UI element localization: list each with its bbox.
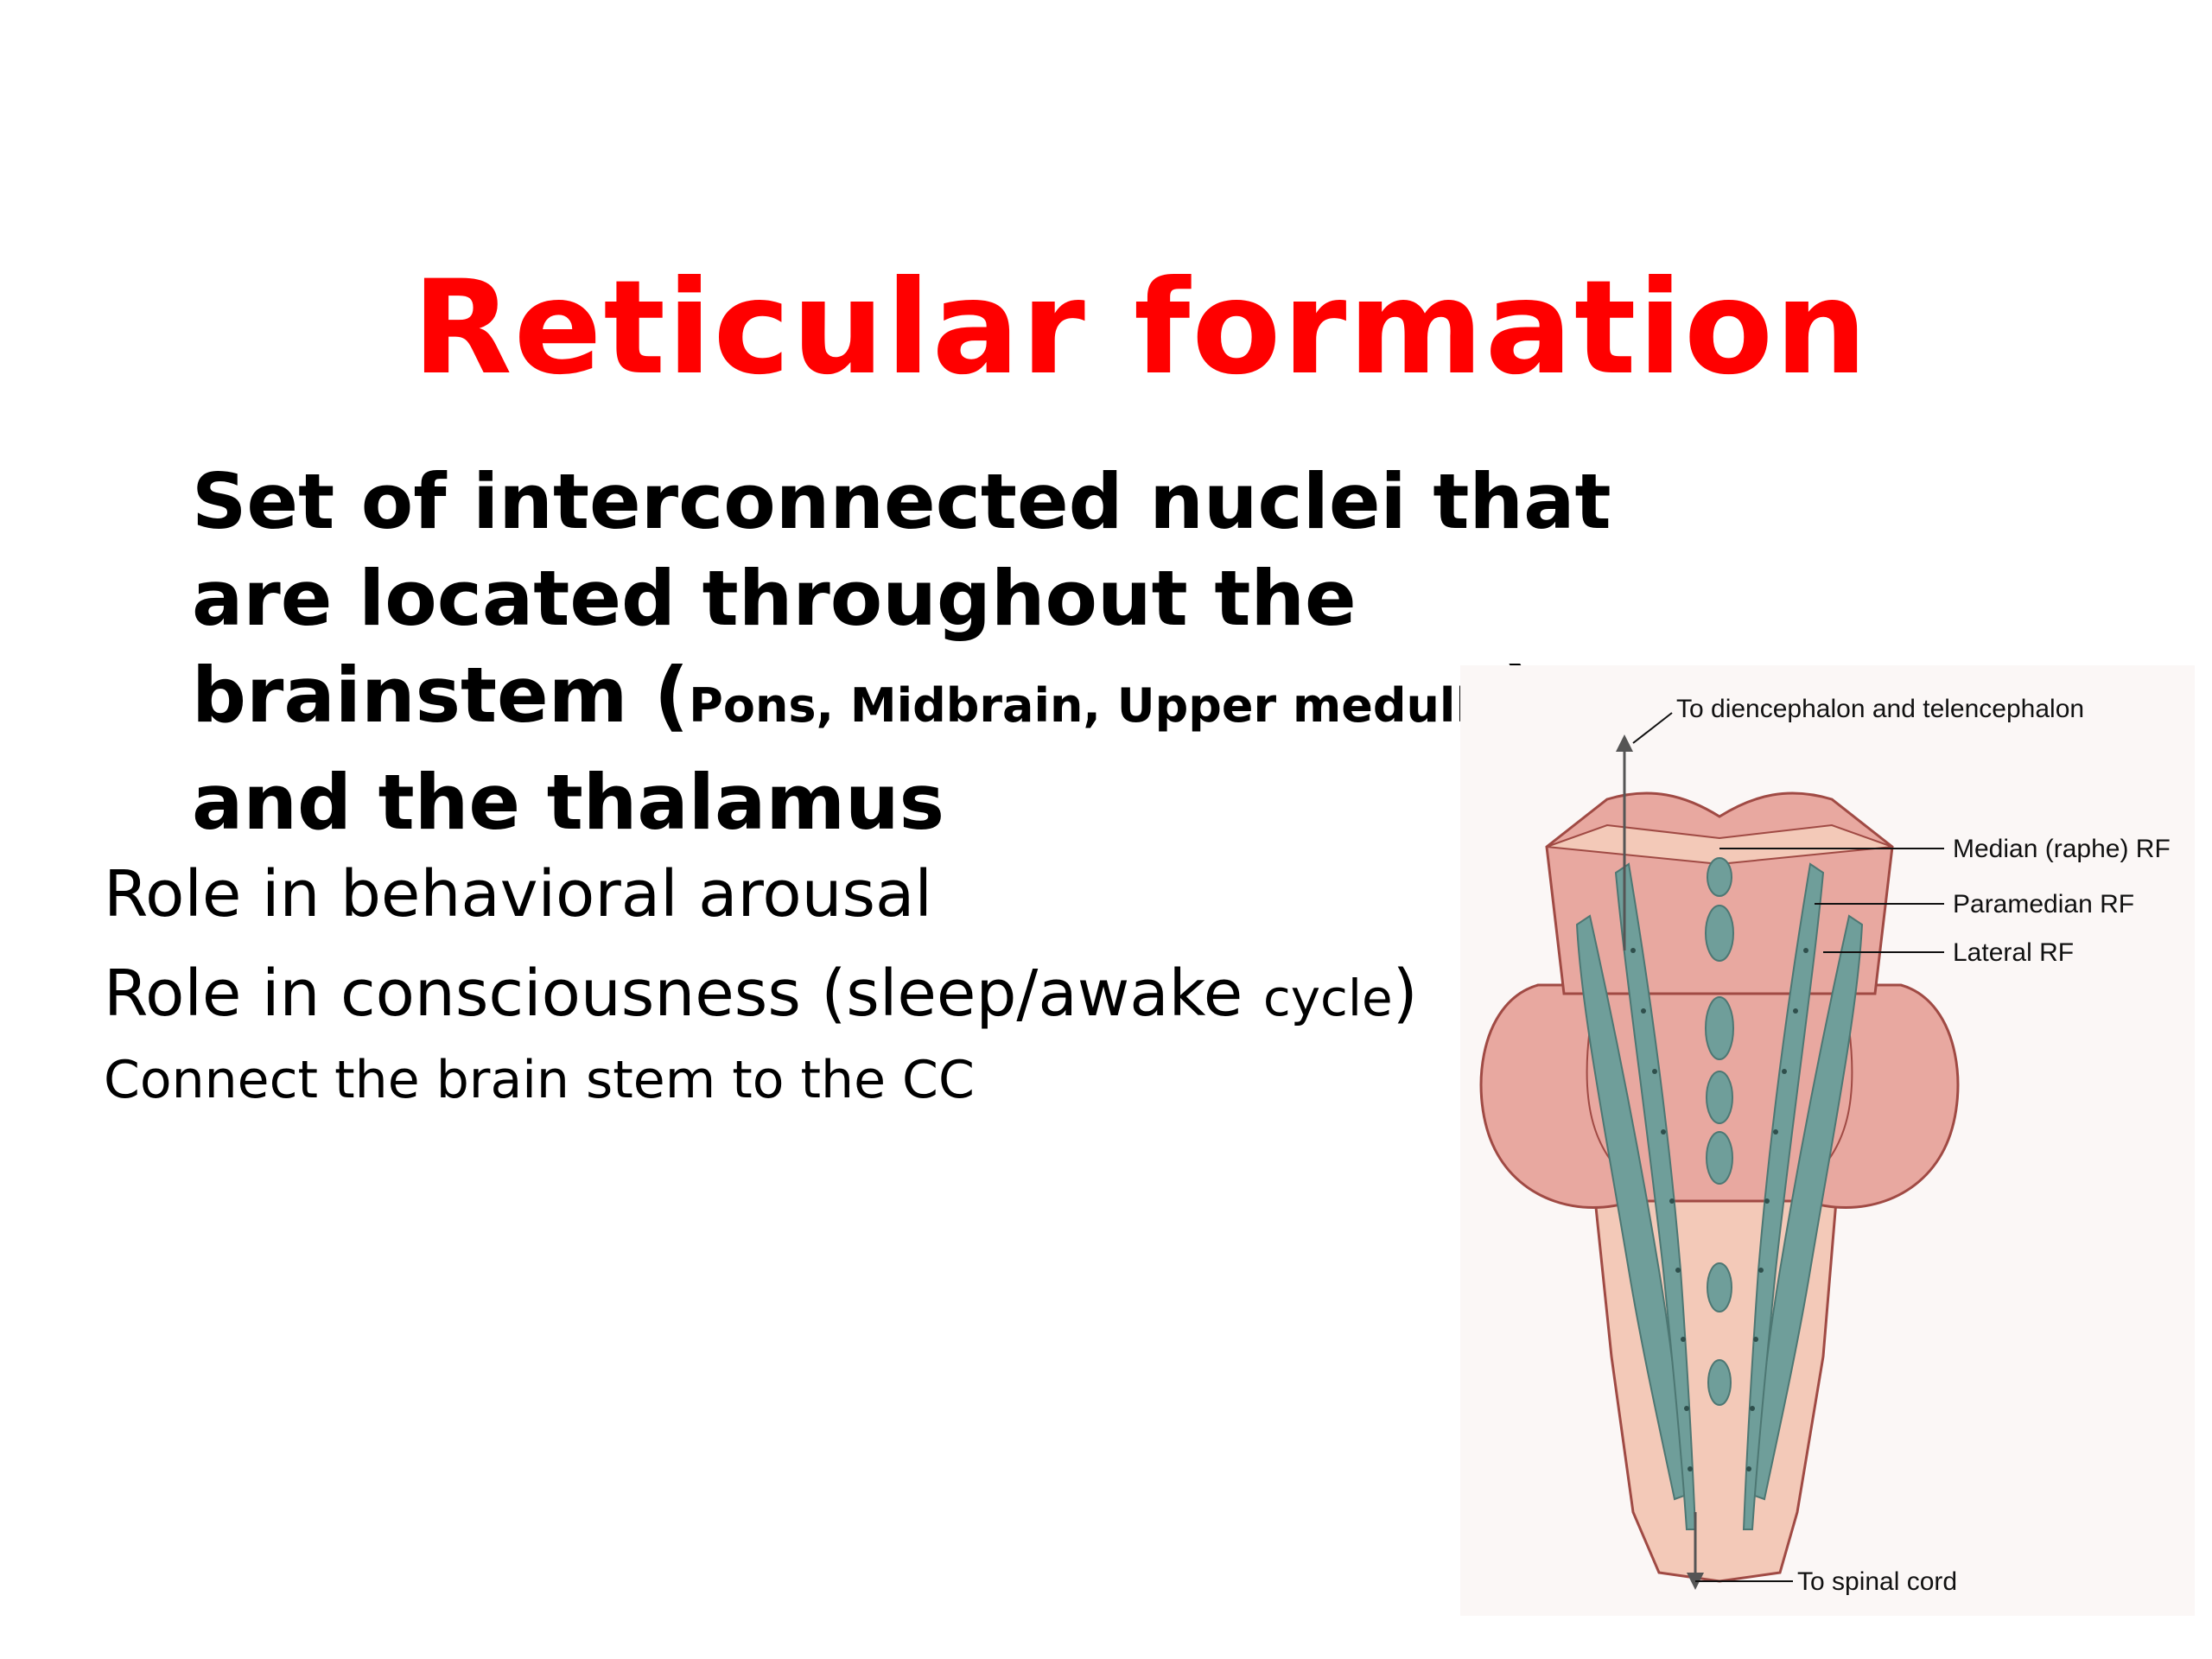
connect-text: Connect the brain stem to the CC (104, 1050, 975, 1110)
brainstem-diagram: To diencephalon and telencephalon Median… (1460, 665, 2195, 1616)
label-spinal-cord: To spinal cord (1797, 1567, 1957, 1596)
definition-line-3-start: brainstem ( (192, 651, 690, 740)
rf-speckles (1630, 948, 1808, 1471)
role-consciousness-end: ) (1392, 957, 1418, 1031)
lateral-rf-right (1751, 914, 1864, 1501)
definition-line-4: and the thalamus (192, 758, 945, 847)
label-paramedian-rf: Paramedian RF (1953, 890, 2134, 918)
paramedian-rf-left (1614, 862, 1697, 1530)
role-arousal: Role in behavioral arousal (104, 857, 932, 931)
raphe-nucleus-3 (1705, 996, 1734, 1060)
definition-line-1: Set of interconnected nuclei that (192, 457, 1611, 546)
label-median-rf: Median (raphe) RF (1953, 835, 2171, 863)
paramedian-rf-right (1742, 862, 1825, 1530)
definition-text: Set of interconnected nuclei that are lo… (192, 454, 1611, 851)
raphe-nucleus-4 (1706, 1071, 1733, 1124)
raphe-nucleus-2 (1705, 905, 1734, 962)
raphe-nucleus-1 (1707, 857, 1732, 897)
label-top-leader (1632, 712, 1673, 744)
brainstem-parts: Pons, Midbrain, Upper medulla (689, 678, 1503, 733)
slide-title: Reticular formation (412, 253, 1869, 404)
definition-line-2: are located throughout the (192, 554, 1357, 643)
role-consciousness-main: Role in consciousness (sleep/awake (104, 957, 1263, 1031)
role-consciousness-cycle: cycle (1262, 969, 1393, 1027)
role-consciousness: Role in consciousness (sleep/awake cycle… (104, 955, 1418, 1037)
label-diencephalon: To diencephalon and telencephalon (1676, 695, 2084, 723)
raphe-nucleus-7 (1707, 1359, 1732, 1406)
raphe-nucleus-6 (1707, 1262, 1732, 1313)
definition-line-3: brainstem (Pons, Midbrain, Upper medulla… (192, 647, 1611, 754)
arrow-up-head (1616, 734, 1633, 752)
raphe-nucleus-5 (1706, 1131, 1733, 1185)
lateral-rf-left (1575, 914, 1688, 1501)
label-lateral-rf: Lateral RF (1953, 938, 2074, 967)
